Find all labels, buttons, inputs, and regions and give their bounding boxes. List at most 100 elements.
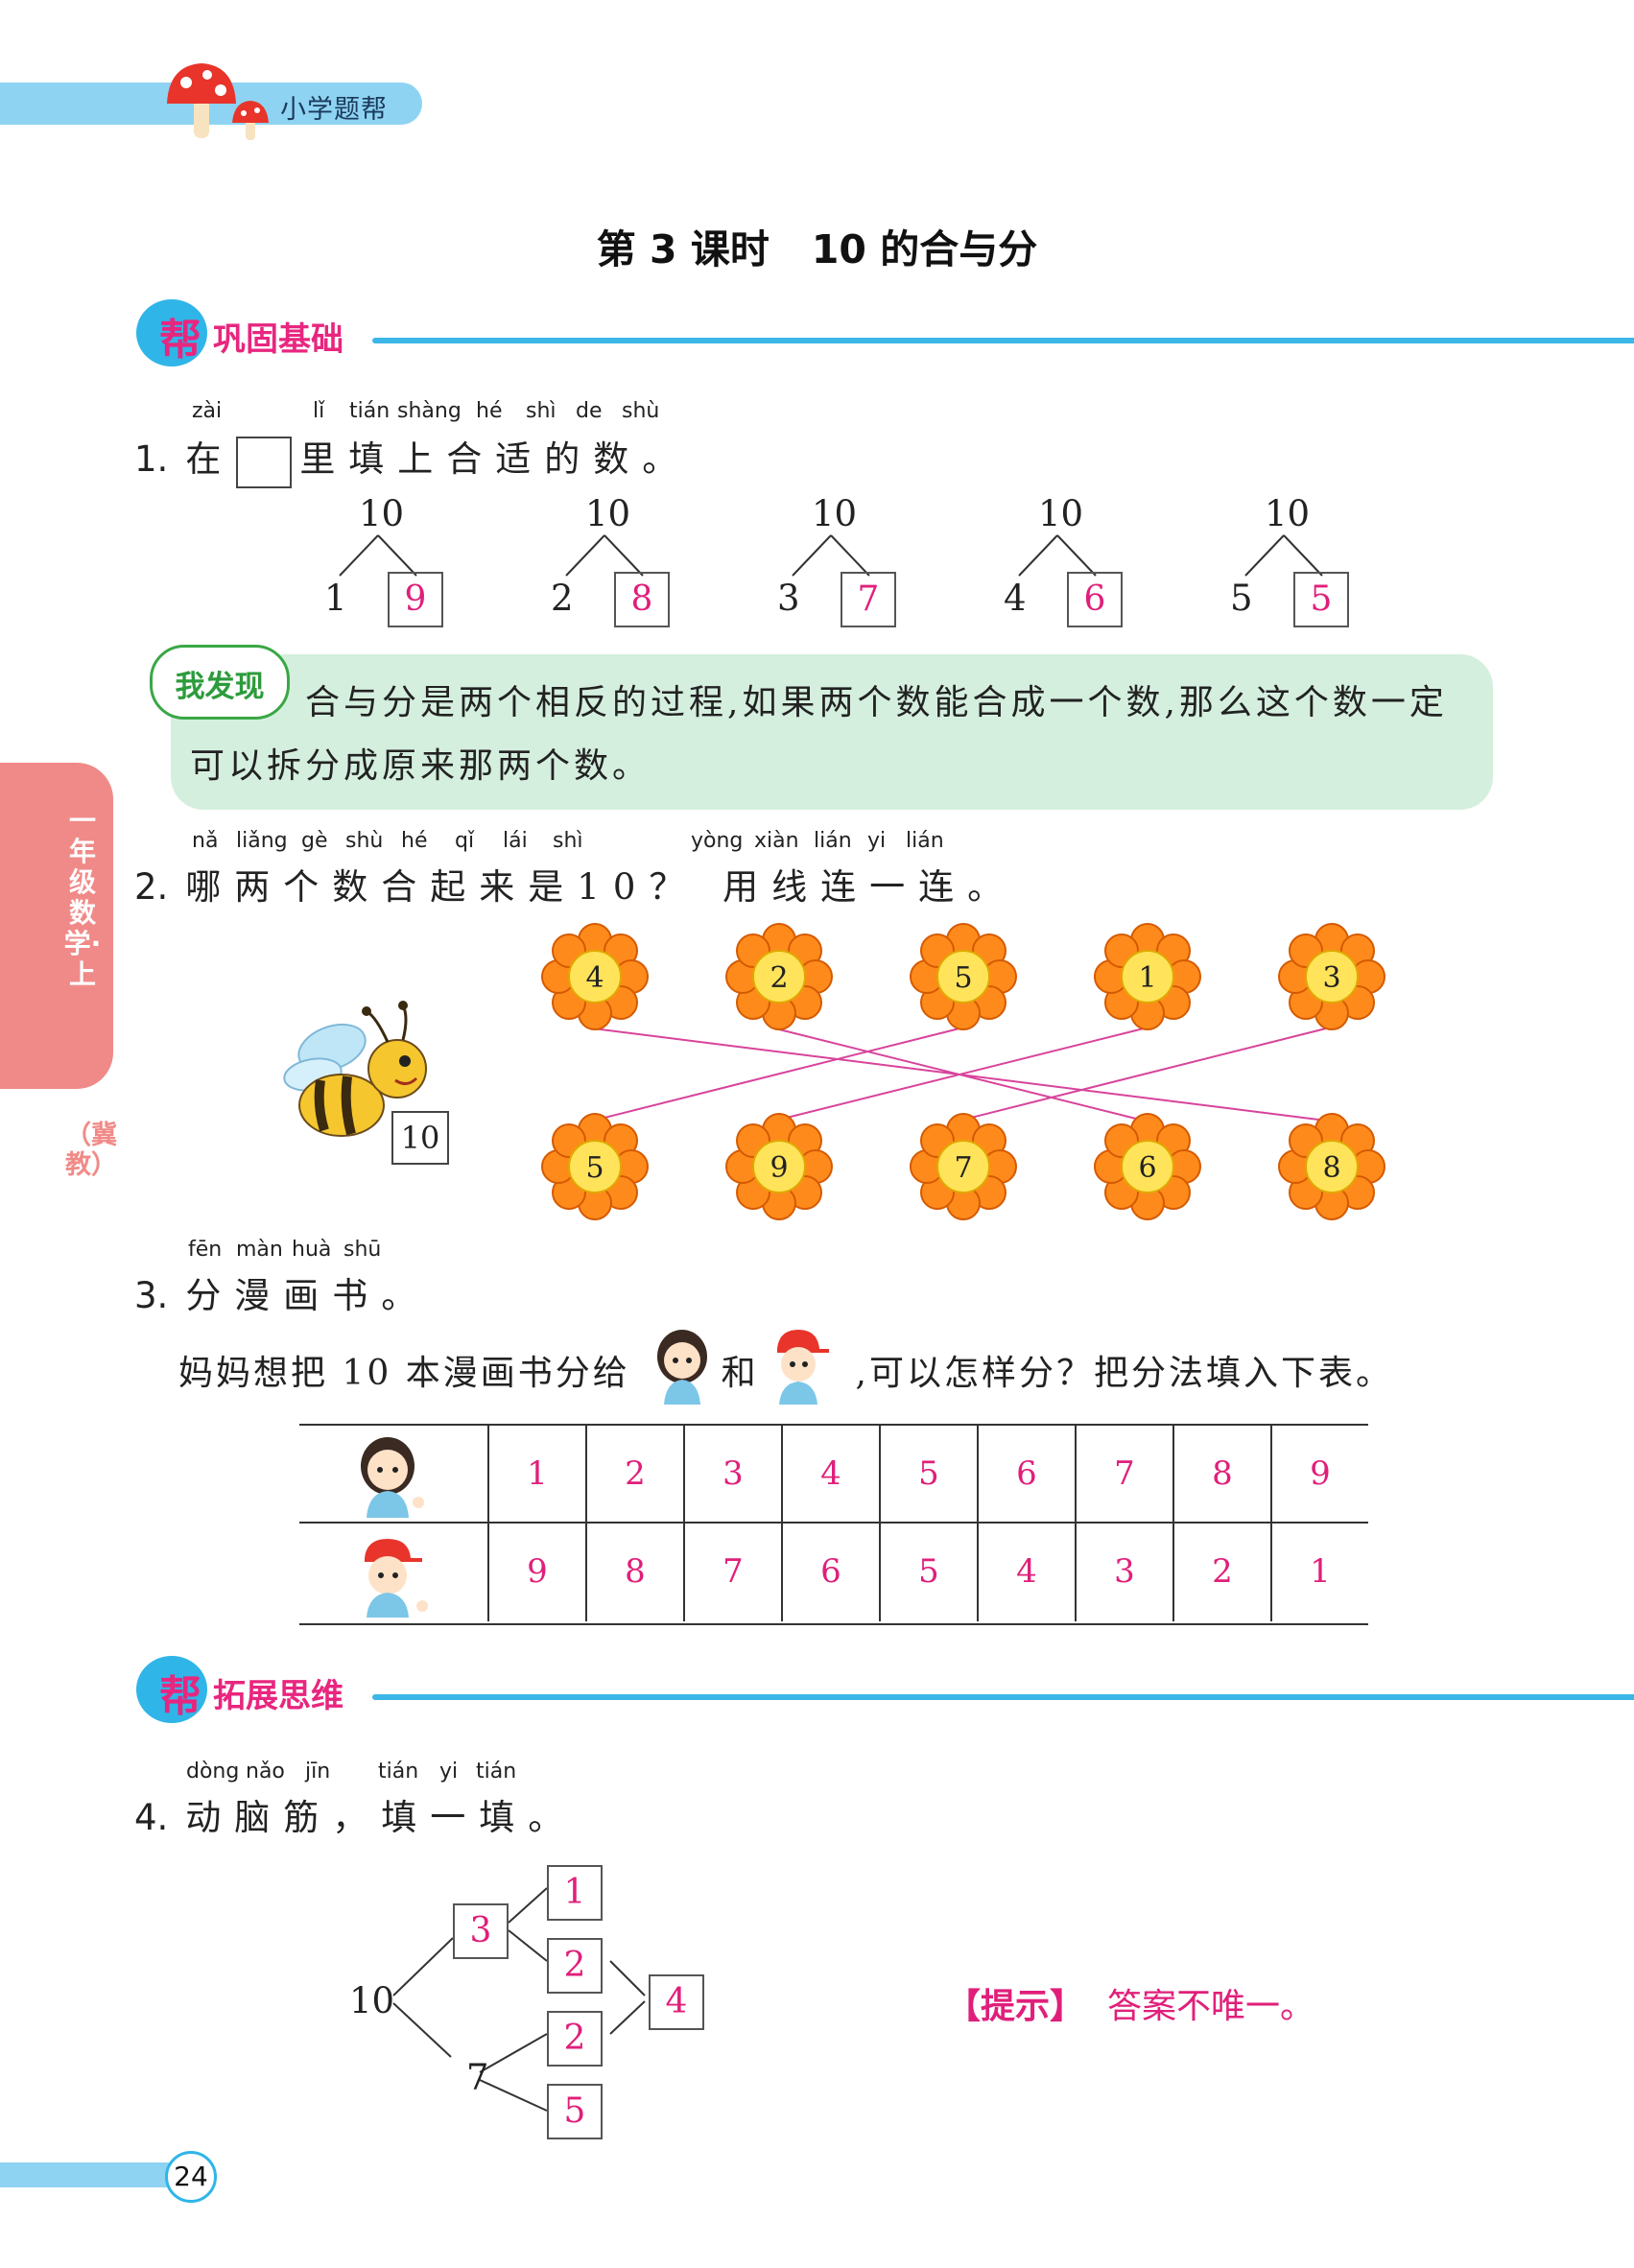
table-cell[interactable]: 9	[527, 1552, 548, 1591]
section-divider	[372, 338, 1634, 343]
side-tab	[0, 763, 113, 1089]
match-line	[959, 1028, 1327, 1122]
answer-box[interactable]: 7	[841, 572, 896, 627]
section-divider	[372, 1694, 1634, 1700]
tree-left: 4	[1004, 578, 1027, 619]
pinyin-q4-2: jīn	[305, 1760, 331, 1784]
side-tab-edition: （冀教）	[65, 1121, 117, 1180]
table-cell[interactable]: 4	[1016, 1552, 1037, 1591]
sentence-part: 和	[721, 1354, 759, 1393]
answer-box[interactable]: 6	[1067, 572, 1123, 627]
pinyin-q3-1: màn	[236, 1238, 283, 1262]
pinyin-q2-2: gè	[301, 829, 328, 853]
table-cell[interactable]: 4	[820, 1454, 841, 1493]
pinyin-q4-1: nǎo	[246, 1760, 285, 1784]
table-cell[interactable]: 6	[1016, 1454, 1037, 1493]
bee-icon	[283, 1001, 427, 1137]
table-cell[interactable]: 1	[527, 1454, 548, 1493]
table-col-divider	[487, 1424, 489, 1621]
question-number: 1.	[134, 438, 169, 480]
match-line	[592, 1028, 960, 1122]
flower-number: 8	[1322, 1151, 1340, 1185]
flower-number: 4	[585, 961, 604, 995]
tree-left: 1	[324, 578, 347, 619]
tree-left: 3	[777, 578, 800, 619]
pinyin-q2-9: xiàn	[754, 829, 799, 853]
pinyin-q1-6: de	[576, 399, 603, 423]
discover-box	[171, 654, 1493, 810]
lesson-topic: 10 的合与分	[811, 226, 1038, 272]
question-4: 4. 动脑筋，填一填。	[134, 1788, 577, 1840]
answer-box[interactable]: 8	[614, 572, 670, 627]
table-col-divider	[1172, 1424, 1174, 1621]
section-label: 巩固基础	[213, 320, 343, 359]
table-cell[interactable]: 8	[1212, 1454, 1233, 1493]
split-trees-lines	[339, 534, 1323, 577]
table-cell[interactable]: 2	[625, 1454, 646, 1493]
tree-top: 10	[1038, 493, 1084, 534]
table-cell[interactable]: 1	[1310, 1552, 1331, 1591]
table-cell[interactable]: 7	[1114, 1454, 1135, 1493]
pinyin-q2-12: lián	[906, 829, 944, 853]
section-header-basics: 帮 巩固基础	[136, 299, 1634, 366]
table-cell[interactable]: 9	[1310, 1454, 1331, 1493]
table-cell[interactable]: 5	[918, 1552, 939, 1591]
match-line	[774, 1028, 1145, 1122]
answer-box[interactable]: 5	[547, 2084, 603, 2139]
boy-row-avatar-icon	[365, 1539, 428, 1618]
flower-number: 5	[585, 1151, 604, 1185]
question-title: 分漫画书。	[185, 1275, 431, 1316]
answer-box[interactable]: 9	[388, 572, 443, 627]
section-header-extend: 帮 拓展思维	[136, 1656, 1634, 1723]
answer-box[interactable]: 1	[547, 1865, 603, 1921]
discover-text: 合与分是两个相反的过程,如果两个数能合成一个数,那么这个数一定可以拆分成原来那两…	[190, 683, 1448, 786]
pinyin-q1-0: zài	[192, 399, 223, 423]
table-col-divider	[683, 1424, 685, 1621]
brand-name: 小学题帮	[280, 95, 388, 125]
table-cell[interactable]: 5	[918, 1454, 939, 1493]
pinyin-q2-0: nǎ	[192, 829, 219, 853]
answer-box[interactable]: 5	[1293, 572, 1349, 627]
table-col-divider	[1075, 1424, 1077, 1621]
pinyin-q1-5: shì	[526, 399, 557, 423]
flower-number: 9	[770, 1151, 788, 1185]
table-cell[interactable]: 3	[1114, 1552, 1135, 1591]
table-cell[interactable]: 6	[820, 1552, 841, 1591]
answer-box[interactable]: 3	[453, 1903, 509, 1959]
section-badge	[136, 299, 207, 366]
question-number: 3.	[134, 1275, 169, 1316]
question-3: 3. 分漫画书。	[134, 1266, 430, 1318]
answer-box[interactable]: 4	[649, 1974, 704, 2030]
pinyin-q2-5: qǐ	[455, 829, 475, 853]
flower-matching-area: 4 2 5 1 3 5 9 7 6 8	[541, 923, 1385, 1220]
q4-root: 10	[349, 1980, 395, 2021]
question-number: 4.	[134, 1797, 169, 1838]
pinyin-q1-1: lǐ	[313, 399, 325, 423]
question-text-after: 里填上合适的数。	[299, 438, 692, 480]
question-text-before: 在	[185, 438, 235, 480]
answer-box[interactable]: 2	[547, 1938, 603, 1994]
table-cell[interactable]: 3	[722, 1454, 744, 1493]
answer-box[interactable]: 2	[547, 2011, 603, 2067]
tree-top: 10	[359, 493, 405, 534]
question-text: 动脑筋，填一填。	[185, 1797, 578, 1838]
split-table	[299, 1424, 1368, 1625]
table-row-divider	[299, 1522, 1368, 1524]
question-text: 哪两个数合起来是10？ 用线连一连。	[185, 866, 1017, 908]
pinyin-q2-7: shì	[553, 829, 583, 853]
table-col-divider	[879, 1424, 881, 1621]
discover-tag-label: 我发现	[175, 670, 265, 704]
girl-row-avatar-icon	[361, 1437, 424, 1518]
table-cell[interactable]: 7	[722, 1552, 744, 1591]
flower-number: 6	[1138, 1151, 1156, 1185]
table-cell[interactable]: 8	[625, 1552, 646, 1591]
table-col-divider	[585, 1424, 587, 1621]
question-1: 1. 在 里填上合适的数。	[134, 430, 691, 488]
table-cell[interactable]: 2	[1212, 1552, 1233, 1591]
q4-branch-lines	[392, 1887, 646, 2112]
hint: 【提示】答案不唯一。	[946, 1978, 1314, 2028]
blank-box-sample	[236, 436, 293, 488]
pinyin-q4-4: yi	[439, 1760, 459, 1784]
tree-left: 5	[1230, 578, 1253, 619]
